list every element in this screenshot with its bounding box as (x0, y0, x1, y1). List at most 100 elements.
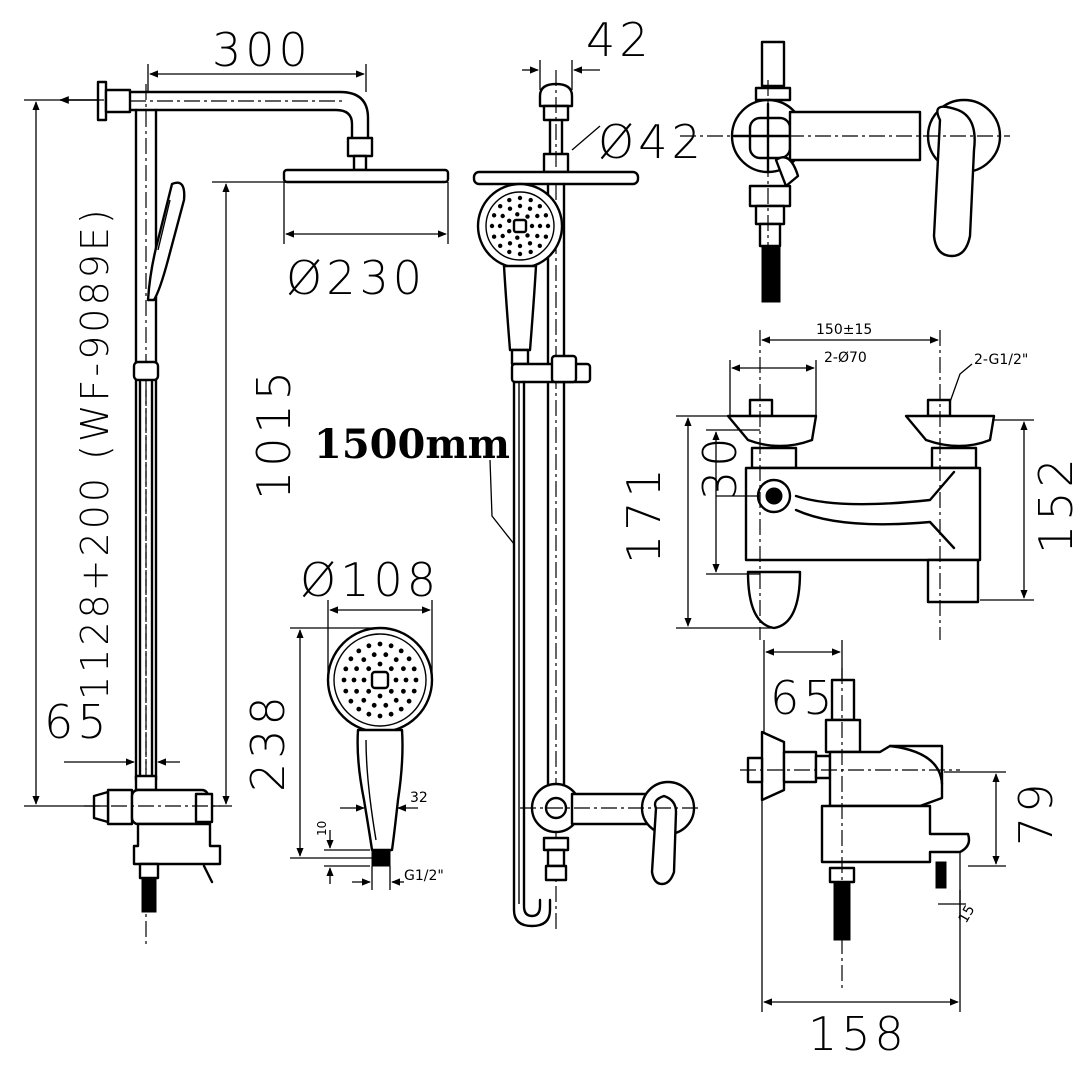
nozzle-dot (348, 698, 354, 704)
dim-thread-length: 10 (315, 821, 370, 884)
dim-bottom-offset: 65 (44, 695, 180, 790)
wall-bracket-top (59, 80, 132, 122)
nozzle-dot (537, 223, 543, 229)
label-side-height: 79 (1009, 779, 1063, 846)
dim-handle-width: 32 (340, 790, 428, 812)
shower-arm (128, 90, 374, 172)
dim-side-small: 15 (938, 890, 978, 926)
label-side-offset: 65 (770, 671, 837, 725)
nozzle-dot (354, 666, 359, 672)
mixer-front-view (680, 40, 1010, 303)
nozzle-dot (366, 666, 372, 672)
mixer-side-bottom (520, 780, 700, 886)
nozzle-dot (377, 641, 383, 647)
nozzle-dot (356, 706, 362, 712)
hand-shower-detail (326, 626, 434, 867)
top-connector (538, 70, 574, 175)
dim-connector-width: 42 (522, 13, 653, 90)
dim-body-height: 152 (980, 419, 1080, 601)
nozzle-dot (525, 214, 530, 219)
label-mixer-height: 171 (617, 464, 671, 564)
nozzle-dot (366, 688, 372, 694)
label-inner-height: 30 (693, 433, 747, 500)
mixer-side-view (740, 668, 971, 990)
nozzle-dot (537, 204, 542, 209)
label-connector-width: 42 (586, 13, 653, 67)
nozzle-dot (498, 243, 503, 248)
nozzle-dot (515, 212, 520, 217)
nozzle-dot (527, 206, 533, 211)
nozzle-dot (348, 656, 354, 662)
mixer-valve-front (84, 774, 222, 913)
nozzle-dot (545, 223, 551, 229)
dim-mixer-height: 171 (617, 415, 776, 629)
nozzle-dot (528, 249, 533, 255)
nozzle-dot (406, 656, 412, 662)
nozzle-dot (517, 251, 523, 257)
nozzle-dot (361, 657, 367, 663)
label-hose-length: 1500mm (314, 421, 510, 468)
label-side-small: 15 (956, 903, 979, 926)
nozzle-dot (525, 233, 530, 238)
dim-side-height: 79 (944, 771, 1063, 867)
label-bottom-offset: 65 (44, 695, 111, 749)
nozzle-dot (507, 218, 512, 223)
nozzle-dot (383, 652, 389, 658)
hose-side (512, 380, 552, 928)
nozzle-dot (497, 223, 503, 229)
nozzle-dot (507, 229, 512, 234)
nozzle-dot (356, 648, 362, 654)
label-handle-width: 32 (410, 790, 428, 806)
dim-arm-length: 300 (147, 23, 367, 92)
nozzle-dot (343, 688, 349, 694)
dim-hand-thread: G1/2" (352, 866, 444, 890)
dim-total-height: 1128+200 (WF-9089E) (24, 99, 117, 807)
nozzle-dot (371, 702, 377, 708)
label-rail-height: 1015 (247, 367, 301, 500)
nozzle-dot (507, 249, 512, 255)
nozzle-dot (354, 688, 359, 694)
spray-nozzles (341, 641, 419, 719)
nozzle-dot (371, 652, 377, 658)
front-view-shower-column (59, 80, 450, 945)
label-center-distance: 150±15 (816, 322, 872, 338)
nozzle-dot (383, 702, 389, 708)
nozzle-dot (491, 213, 497, 218)
nozzle-dot (535, 213, 540, 219)
nozzle-dot (341, 677, 347, 683)
nozzle-dot (543, 234, 549, 239)
nozzle-dot (388, 688, 394, 694)
nozzle-dot (489, 223, 495, 229)
nozzle-dot (515, 235, 520, 240)
nozzle-dot (543, 213, 549, 218)
nozzle-dot (507, 197, 512, 203)
nozzle-dot (401, 666, 406, 672)
label-body-height: 152 (1029, 454, 1080, 554)
label-thread-length: 10 (315, 821, 329, 836)
nozzle-dot (351, 677, 357, 683)
callout-hose-length: 1500mm (314, 421, 515, 545)
dim-rail-height: 1015 (212, 181, 301, 807)
nozzle-dot (411, 666, 417, 672)
label-hand-thread: G1/2" (404, 868, 444, 884)
nozzle-dot (500, 213, 505, 219)
dim-side-depth: 158 (761, 800, 961, 1061)
nozzle-dot (500, 233, 505, 239)
dim-rain-head-diameter: Ø230 (283, 182, 449, 305)
label-flange-diameter: 2-Ø70 (824, 350, 867, 366)
nozzle-dot (507, 206, 513, 211)
dim-inlet-thread: 2-G1/2" (949, 352, 1028, 403)
label-arm-length: 300 (212, 23, 312, 77)
nozzle-dot (398, 648, 404, 654)
nozzle-dot (527, 241, 533, 246)
nozzle-dot (528, 197, 533, 203)
hose-front (138, 380, 154, 782)
rain-shower-head (282, 168, 450, 184)
nozzle-dot (413, 677, 419, 683)
nozzle-dot (529, 223, 535, 229)
dim-hand-shower-diameter: Ø108 (300, 553, 436, 676)
nozzle-dot (393, 657, 399, 663)
nozzle-dot (537, 243, 542, 248)
dim-inner-height: 30 (693, 429, 760, 575)
